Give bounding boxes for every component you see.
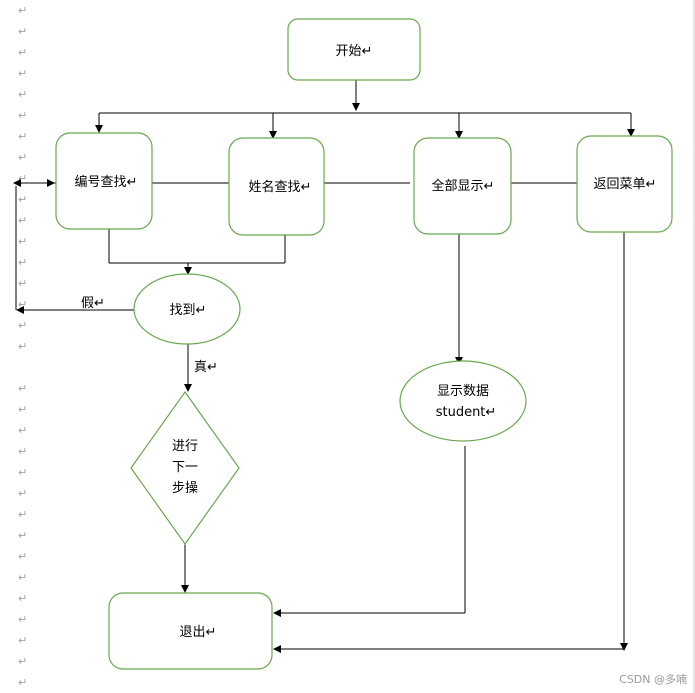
paragraph-mark: ↵ (18, 298, 27, 311)
connectors (13, 80, 635, 653)
name-search-label: 姓名查找↵ (249, 179, 312, 195)
paragraph-mark: ↵ (18, 445, 27, 458)
paragraph-mark: ↵ (18, 613, 27, 626)
false-label: 假↵ (81, 296, 105, 311)
paragraph-mark: ↵ (18, 88, 27, 101)
exit-node (108, 592, 273, 670)
paragraph-mark: ↵ (18, 25, 27, 38)
name-search-node (228, 137, 325, 236)
paragraph-mark: ↵ (18, 571, 27, 584)
paragraph-mark: ↵ (18, 4, 27, 17)
paragraph-mark: ↵ (18, 256, 27, 269)
paragraph-mark: ↵ (18, 172, 27, 185)
exit-label: 退出↵ (180, 625, 217, 640)
paragraph-mark: ↵ (18, 151, 27, 164)
show-data-label-1: 显示数据 (437, 384, 489, 399)
paragraph-mark: ↵ (18, 487, 27, 500)
paragraph-mark: ↵ (18, 550, 27, 563)
page-edge (693, 0, 695, 693)
start-node (287, 18, 421, 81)
next-step-node (130, 390, 240, 546)
paragraph-mark: ↵ (18, 67, 27, 80)
paragraph-mark: ↵ (18, 676, 27, 689)
paragraph-mark: ↵ (18, 277, 27, 290)
paragraph-mark: ↵ (18, 655, 27, 668)
id-search-label: 编号查找↵ (75, 175, 138, 190)
paragraph-mark: ↵ (18, 403, 27, 416)
show-all-node (413, 137, 512, 235)
watermark: CSDN @多喃 (619, 673, 687, 686)
next-step-label-1: 进行 (172, 439, 198, 454)
paragraph-mark: ↵ (18, 214, 27, 227)
paragraph-mark: ↵ (18, 424, 27, 437)
paragraph-mark: ↵ (18, 592, 27, 605)
true-label: 真↵ (194, 360, 218, 375)
id-search-node (55, 132, 153, 230)
paragraph-mark: ↵ (18, 319, 27, 332)
next-step-label-2: 下一 (172, 460, 198, 475)
paragraph-mark: ↵ (18, 529, 27, 542)
show-data-node (399, 360, 527, 442)
paragraph-mark: ↵ (18, 193, 27, 206)
back-menu-node (576, 135, 673, 233)
paragraph-mark: ↵ (18, 634, 27, 647)
show-data-label-2: student↵ (436, 405, 497, 420)
found-node (133, 273, 241, 345)
paragraph-mark: ↵ (18, 382, 27, 395)
start-label: 开始↵ (336, 44, 373, 59)
show-all-label: 全部显示↵ (432, 178, 495, 194)
back-menu-label: 返回菜单↵ (594, 177, 657, 192)
paragraph-mark: ↵ (18, 46, 27, 59)
paragraph-mark: ↵ (18, 466, 27, 479)
next-step-label-3: 步操 (172, 480, 198, 496)
paragraph-marks: ↵ ↵ ↵ ↵ ↵ ↵ ↵ ↵ ↵ ↵ ↵ ↵ ↵ ↵ ↵ ↵ ↵ ↵ ↵ ↵ ↵ ↵ ↵ ↵ ↵ ↵ ↵ ↵ ↵ ↵ ↵ ↵ (18, 4, 27, 689)
paragraph-mark: ↵ (18, 508, 27, 521)
paragraph-mark: ↵ (18, 340, 27, 353)
paragraph-mark: ↵ (18, 235, 27, 248)
paragraph-mark: ↵ (18, 130, 27, 143)
found-label: 找到↵ (170, 303, 207, 318)
paragraph-mark: ↵ (18, 109, 27, 122)
